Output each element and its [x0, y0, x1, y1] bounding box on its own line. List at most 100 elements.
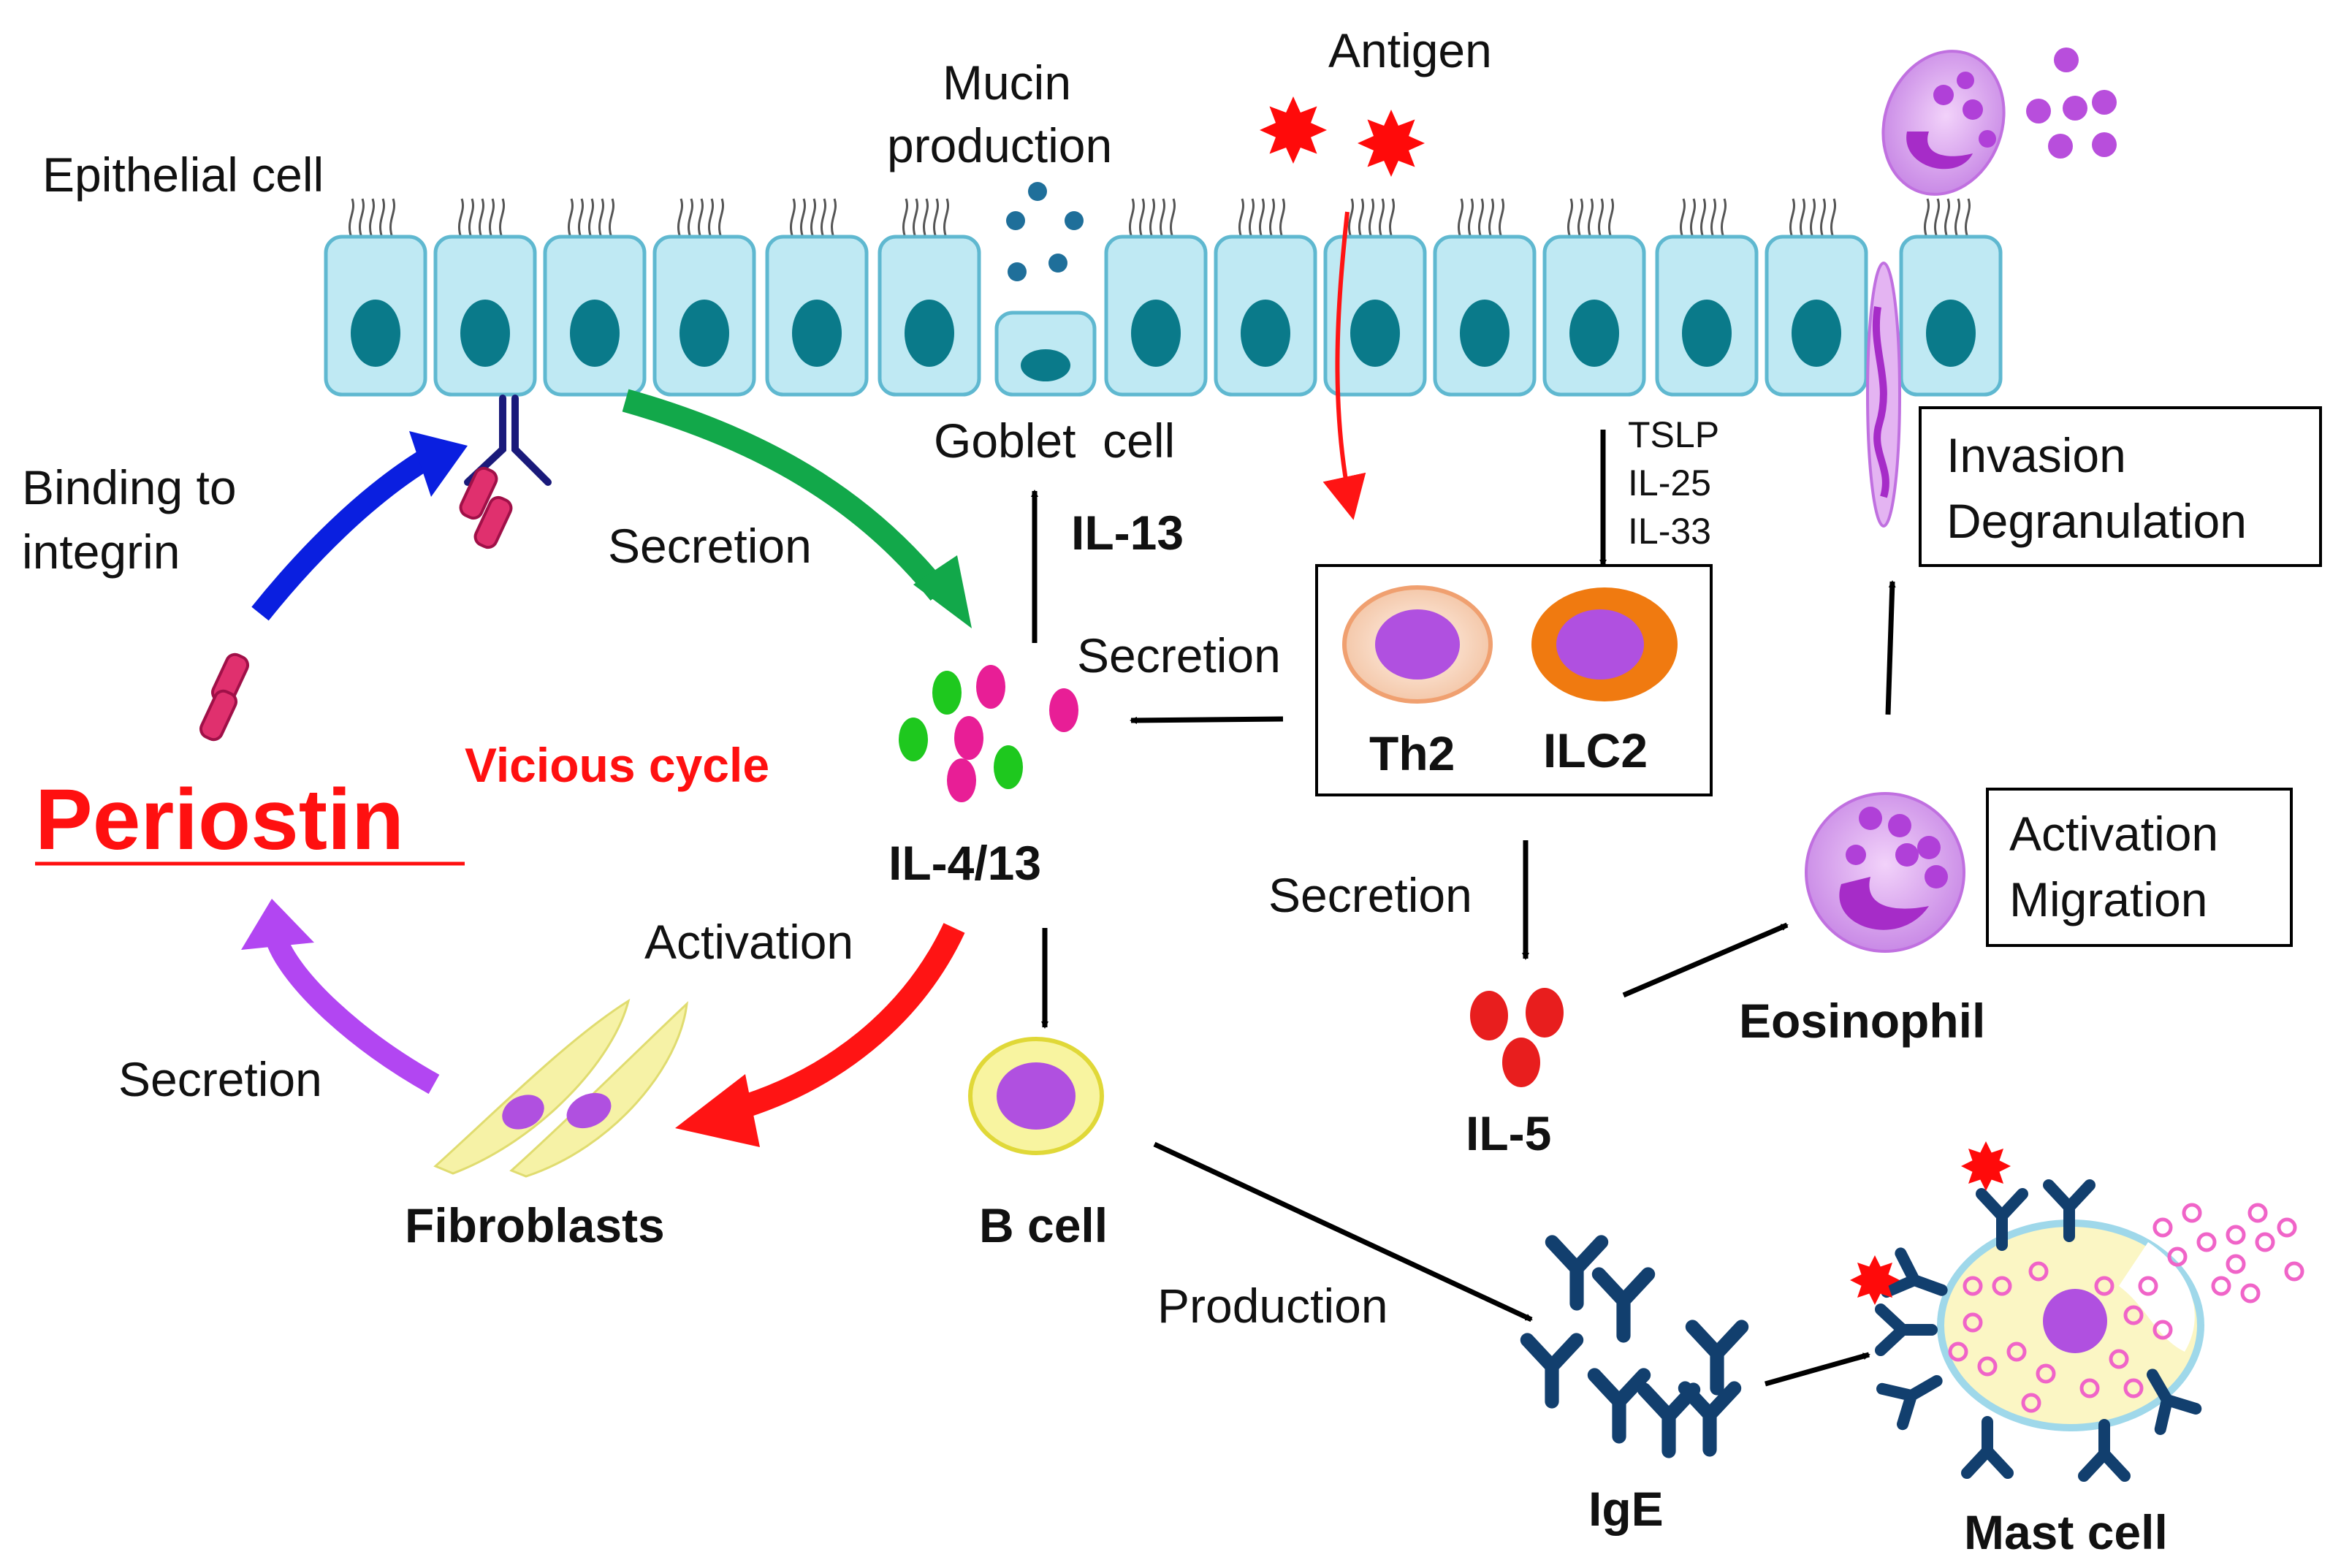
granule	[2152, 1217, 2173, 1238]
cell-nucleus	[680, 300, 729, 367]
cilium	[1259, 198, 1265, 236]
cilium	[359, 198, 365, 236]
cell-nucleus	[1460, 300, 1510, 367]
eosinophil-invasion-arrow	[1885, 580, 1896, 715]
ige-antibody	[1961, 1416, 2014, 1479]
cell-nucleus	[570, 300, 620, 367]
cilium	[1820, 198, 1826, 236]
ige-label: IgE	[1588, 1482, 1664, 1536]
binding-label-1: Binding to	[22, 460, 237, 514]
granule	[1963, 1312, 1983, 1333]
cilium	[1810, 198, 1816, 236]
cilium	[688, 198, 693, 236]
production-arrow	[1153, 1141, 1533, 1322]
cell-nucleus	[792, 300, 842, 367]
granule	[2226, 1225, 2246, 1245]
granule	[2247, 1203, 2268, 1223]
antigen-penetration-arrow	[1322, 211, 1366, 520]
cilium	[578, 198, 584, 236]
ige-antibody	[2043, 1179, 2096, 1242]
cilium	[1129, 198, 1135, 236]
granule	[2079, 1378, 2100, 1398]
cilium	[489, 198, 495, 236]
cilium	[349, 198, 354, 236]
cilium	[1680, 198, 1686, 236]
star-shape	[1961, 1141, 2011, 1191]
il5-molecules	[1470, 988, 1564, 1087]
granule	[2123, 1378, 2144, 1398]
degranulating-eosinophil	[1866, 47, 2117, 528]
periostin-fragment	[199, 652, 250, 742]
epithelium	[324, 182, 2003, 397]
antigen-star	[1358, 110, 1425, 177]
migration-label: Migration	[2009, 872, 2207, 926]
cilium	[1830, 198, 1836, 236]
epithelial-cell-label: Epithelial cell	[42, 148, 324, 202]
cilium	[708, 198, 714, 236]
mast-cell-label: Mast cell	[1964, 1505, 2168, 1559]
cilium	[1588, 198, 1594, 236]
cilium	[1944, 198, 1950, 236]
granule	[2109, 1349, 2129, 1369]
cilium	[598, 198, 604, 236]
cilium	[790, 198, 796, 236]
granule	[2138, 1276, 2158, 1296]
cilium	[1170, 198, 1176, 236]
granule	[2036, 1363, 2056, 1384]
fibroblasts-cells	[433, 998, 688, 1178]
cilia	[349, 198, 1971, 236]
granule	[1948, 1341, 1968, 1362]
star-shape	[1358, 110, 1425, 177]
cilium	[1710, 198, 1716, 236]
ige-antibody	[1678, 1381, 1742, 1457]
granule	[2028, 1261, 2049, 1282]
cilium	[379, 198, 385, 236]
il413-label: IL-4/13	[888, 836, 1041, 890]
cilium	[831, 198, 837, 236]
cilium	[1478, 198, 1484, 236]
mast-ige-receptors	[1875, 1179, 2202, 1482]
goblet-cell-label: Goblet cell	[934, 414, 1175, 468]
cilium	[1488, 198, 1494, 236]
cilium	[1924, 198, 1930, 236]
cell-nucleus	[1682, 300, 1732, 367]
cilium	[677, 198, 683, 236]
ige-antibody	[1520, 1333, 1584, 1409]
secretion-il5-label: Secretion	[1268, 868, 1472, 922]
granule	[2211, 1276, 2231, 1296]
star-shape	[1260, 96, 1327, 164]
cilium	[913, 198, 918, 236]
cilium	[468, 198, 474, 236]
ige-antibody	[1587, 1368, 1651, 1444]
secretion-il413-label: Secretion	[1077, 628, 1281, 682]
vicious-cycle-label: Vicious cycle	[465, 738, 769, 792]
secretion-il413-arrow	[1130, 716, 1284, 724]
th2-label: Th2	[1369, 726, 1455, 780]
cilium	[1598, 198, 1604, 236]
cilium	[1690, 198, 1696, 236]
secretion-green-label: Secretion	[608, 519, 812, 573]
activation-label: Activation	[2009, 807, 2218, 861]
cilium	[1348, 198, 1354, 236]
cilium	[933, 198, 939, 236]
periostin-label: Periostin	[35, 772, 404, 868]
cilium	[1721, 198, 1727, 236]
mast-cell	[1850, 1141, 2304, 1482]
ige-antibody	[2078, 1419, 2131, 1482]
red-activation-arrow	[675, 923, 965, 1147]
ilc2-label: ILC2	[1543, 723, 1648, 777]
cilium	[499, 198, 505, 236]
tslp-label: TSLP	[1628, 414, 1719, 455]
cell-nucleus	[1926, 300, 1976, 367]
cilium	[1577, 198, 1583, 236]
cilium	[369, 198, 375, 236]
binding-label-2: integrin	[22, 525, 180, 579]
cilium	[943, 198, 949, 236]
granule	[2006, 1341, 2027, 1362]
antigen-star	[1961, 1141, 2011, 1191]
granule	[2167, 1247, 2188, 1267]
granule	[2255, 1232, 2275, 1252]
cell-nucleus	[1241, 300, 1290, 367]
granule	[2226, 1254, 2246, 1274]
granule	[2094, 1276, 2114, 1296]
